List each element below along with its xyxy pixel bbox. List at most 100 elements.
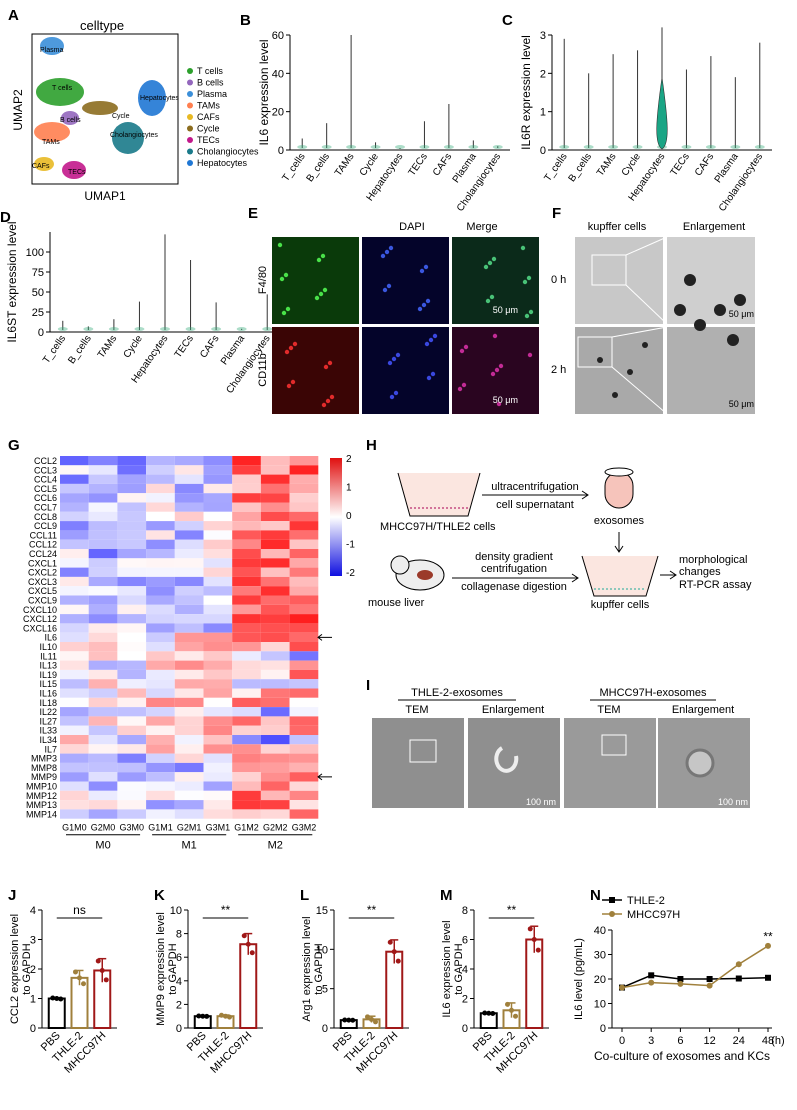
umap-title: celltype — [80, 18, 124, 33]
microscopy-tile — [272, 327, 359, 414]
umap-cluster-label: B cells — [60, 117, 81, 124]
microscopy-tile — [575, 327, 663, 414]
heatmap-cell — [60, 679, 89, 689]
data-point — [200, 1013, 206, 1019]
heatmap-cell — [174, 511, 204, 522]
heatmap-row-label: CXCL1 — [28, 558, 57, 568]
col-label: Enlargement — [672, 704, 734, 716]
zoom-box — [409, 739, 437, 763]
heatmap-cell — [174, 604, 204, 615]
heatmap-cell — [88, 511, 118, 522]
heatmap-cell — [174, 735, 204, 745]
cell-spot — [527, 352, 533, 358]
heatmap-cell — [260, 549, 290, 559]
heatmap-cell — [117, 511, 147, 522]
umap-legend-label: TAMs — [197, 101, 220, 111]
heatmap-cell — [60, 474, 89, 484]
heatmap-cell — [117, 604, 147, 615]
cell-spot — [277, 242, 283, 248]
heatmap-cell — [260, 586, 290, 596]
schematic-text: RT-PCR assay — [679, 579, 752, 591]
heatmap-row-label: IL6 — [44, 633, 57, 643]
panel-label-D: D — [0, 209, 11, 226]
heatmap-row-label: IL18 — [39, 698, 57, 708]
scale-bar-label: 100 nm — [526, 797, 556, 807]
heatmap-cell — [117, 456, 147, 466]
transwell — [397, 472, 481, 517]
heatmap-cell — [174, 642, 204, 652]
heatmap-cell — [117, 465, 147, 475]
scale-bar-label: 50 μm — [729, 309, 754, 319]
heatmap-cell — [146, 521, 175, 531]
heatmap-row-label: IL7 — [44, 744, 57, 754]
heatmap-cell — [60, 465, 89, 475]
series-point — [706, 982, 713, 989]
cell-dark — [674, 304, 686, 316]
heatmap-cell — [88, 493, 118, 503]
arrow-head — [669, 570, 677, 580]
schematic-text: morphological — [679, 554, 747, 566]
heatmap-cell — [60, 614, 89, 624]
group-label: THLE-2-exosomes — [411, 687, 503, 699]
schematic-text: changes — [679, 566, 721, 578]
heatmap-cell — [203, 669, 233, 680]
cell-spot — [285, 306, 291, 312]
heatmap-cell — [232, 651, 261, 661]
heatmap-group-label: M2 — [268, 840, 283, 852]
heatmap-cell — [289, 679, 319, 689]
heatmap-cell — [289, 558, 319, 568]
scale-tick-label: 0 — [346, 511, 352, 522]
data-point — [342, 1017, 348, 1023]
heatmap-cell — [289, 809, 319, 819]
heatmap-cell — [232, 725, 261, 735]
mouse-head — [390, 555, 410, 575]
violin-body — [681, 145, 692, 149]
violin-body — [559, 145, 570, 149]
cell-dark — [727, 334, 739, 346]
heatmap-cell — [146, 781, 175, 791]
heatmap-cell — [60, 781, 89, 791]
bar — [239, 943, 258, 1029]
heatmap-cell — [88, 632, 118, 642]
scale-bar-label: 50 μm — [493, 305, 518, 315]
cell-spot — [487, 260, 493, 266]
heatmap-row-label: IL33 — [39, 726, 57, 736]
heatmap-row-label: CCL24 — [29, 549, 57, 559]
heatmap-cell — [232, 558, 261, 568]
y-tick-label: 0 — [30, 1023, 36, 1035]
heatmap-cell — [146, 697, 175, 708]
series-line — [621, 945, 769, 989]
heatmap-cell — [260, 651, 290, 661]
sig-label: ns — [73, 903, 86, 917]
heatmap-cell — [260, 474, 290, 484]
violin-body — [705, 145, 716, 149]
heatmap-cell — [174, 530, 204, 540]
heatmap-cell — [260, 595, 290, 605]
heatmap-cell — [117, 781, 147, 791]
y-axis-label: CCL2 expression level — [9, 914, 21, 1024]
x-tick-label: TAMs — [595, 151, 619, 178]
heatmap-cell — [232, 707, 261, 717]
heatmap-cell — [146, 586, 175, 596]
umap-legend-label: TECs — [197, 135, 220, 145]
heatmap-cell — [174, 744, 204, 754]
heatmap-cell — [203, 735, 233, 745]
heatmap-cell — [260, 781, 290, 791]
y-tick-label: 20 — [594, 974, 606, 986]
legend-label: MHCC97H — [627, 909, 680, 921]
heatmap-cell — [232, 800, 261, 810]
heatmap-cell — [289, 586, 319, 596]
heatmap-cell — [260, 725, 290, 735]
heatmap-cell — [174, 725, 204, 735]
transwell — [581, 555, 659, 597]
violin-body — [468, 145, 479, 149]
umap-cluster-label: T cells — [52, 85, 73, 92]
violin-body — [583, 145, 594, 149]
heatmap-cell — [232, 762, 261, 773]
heatmap-cell — [289, 642, 319, 652]
heatmap-cell — [88, 530, 118, 540]
heatmap-cell — [60, 604, 89, 615]
col-label: Enlargement — [683, 221, 745, 233]
heatmap-row-label: MMP3 — [31, 754, 57, 764]
data-point — [73, 969, 78, 975]
